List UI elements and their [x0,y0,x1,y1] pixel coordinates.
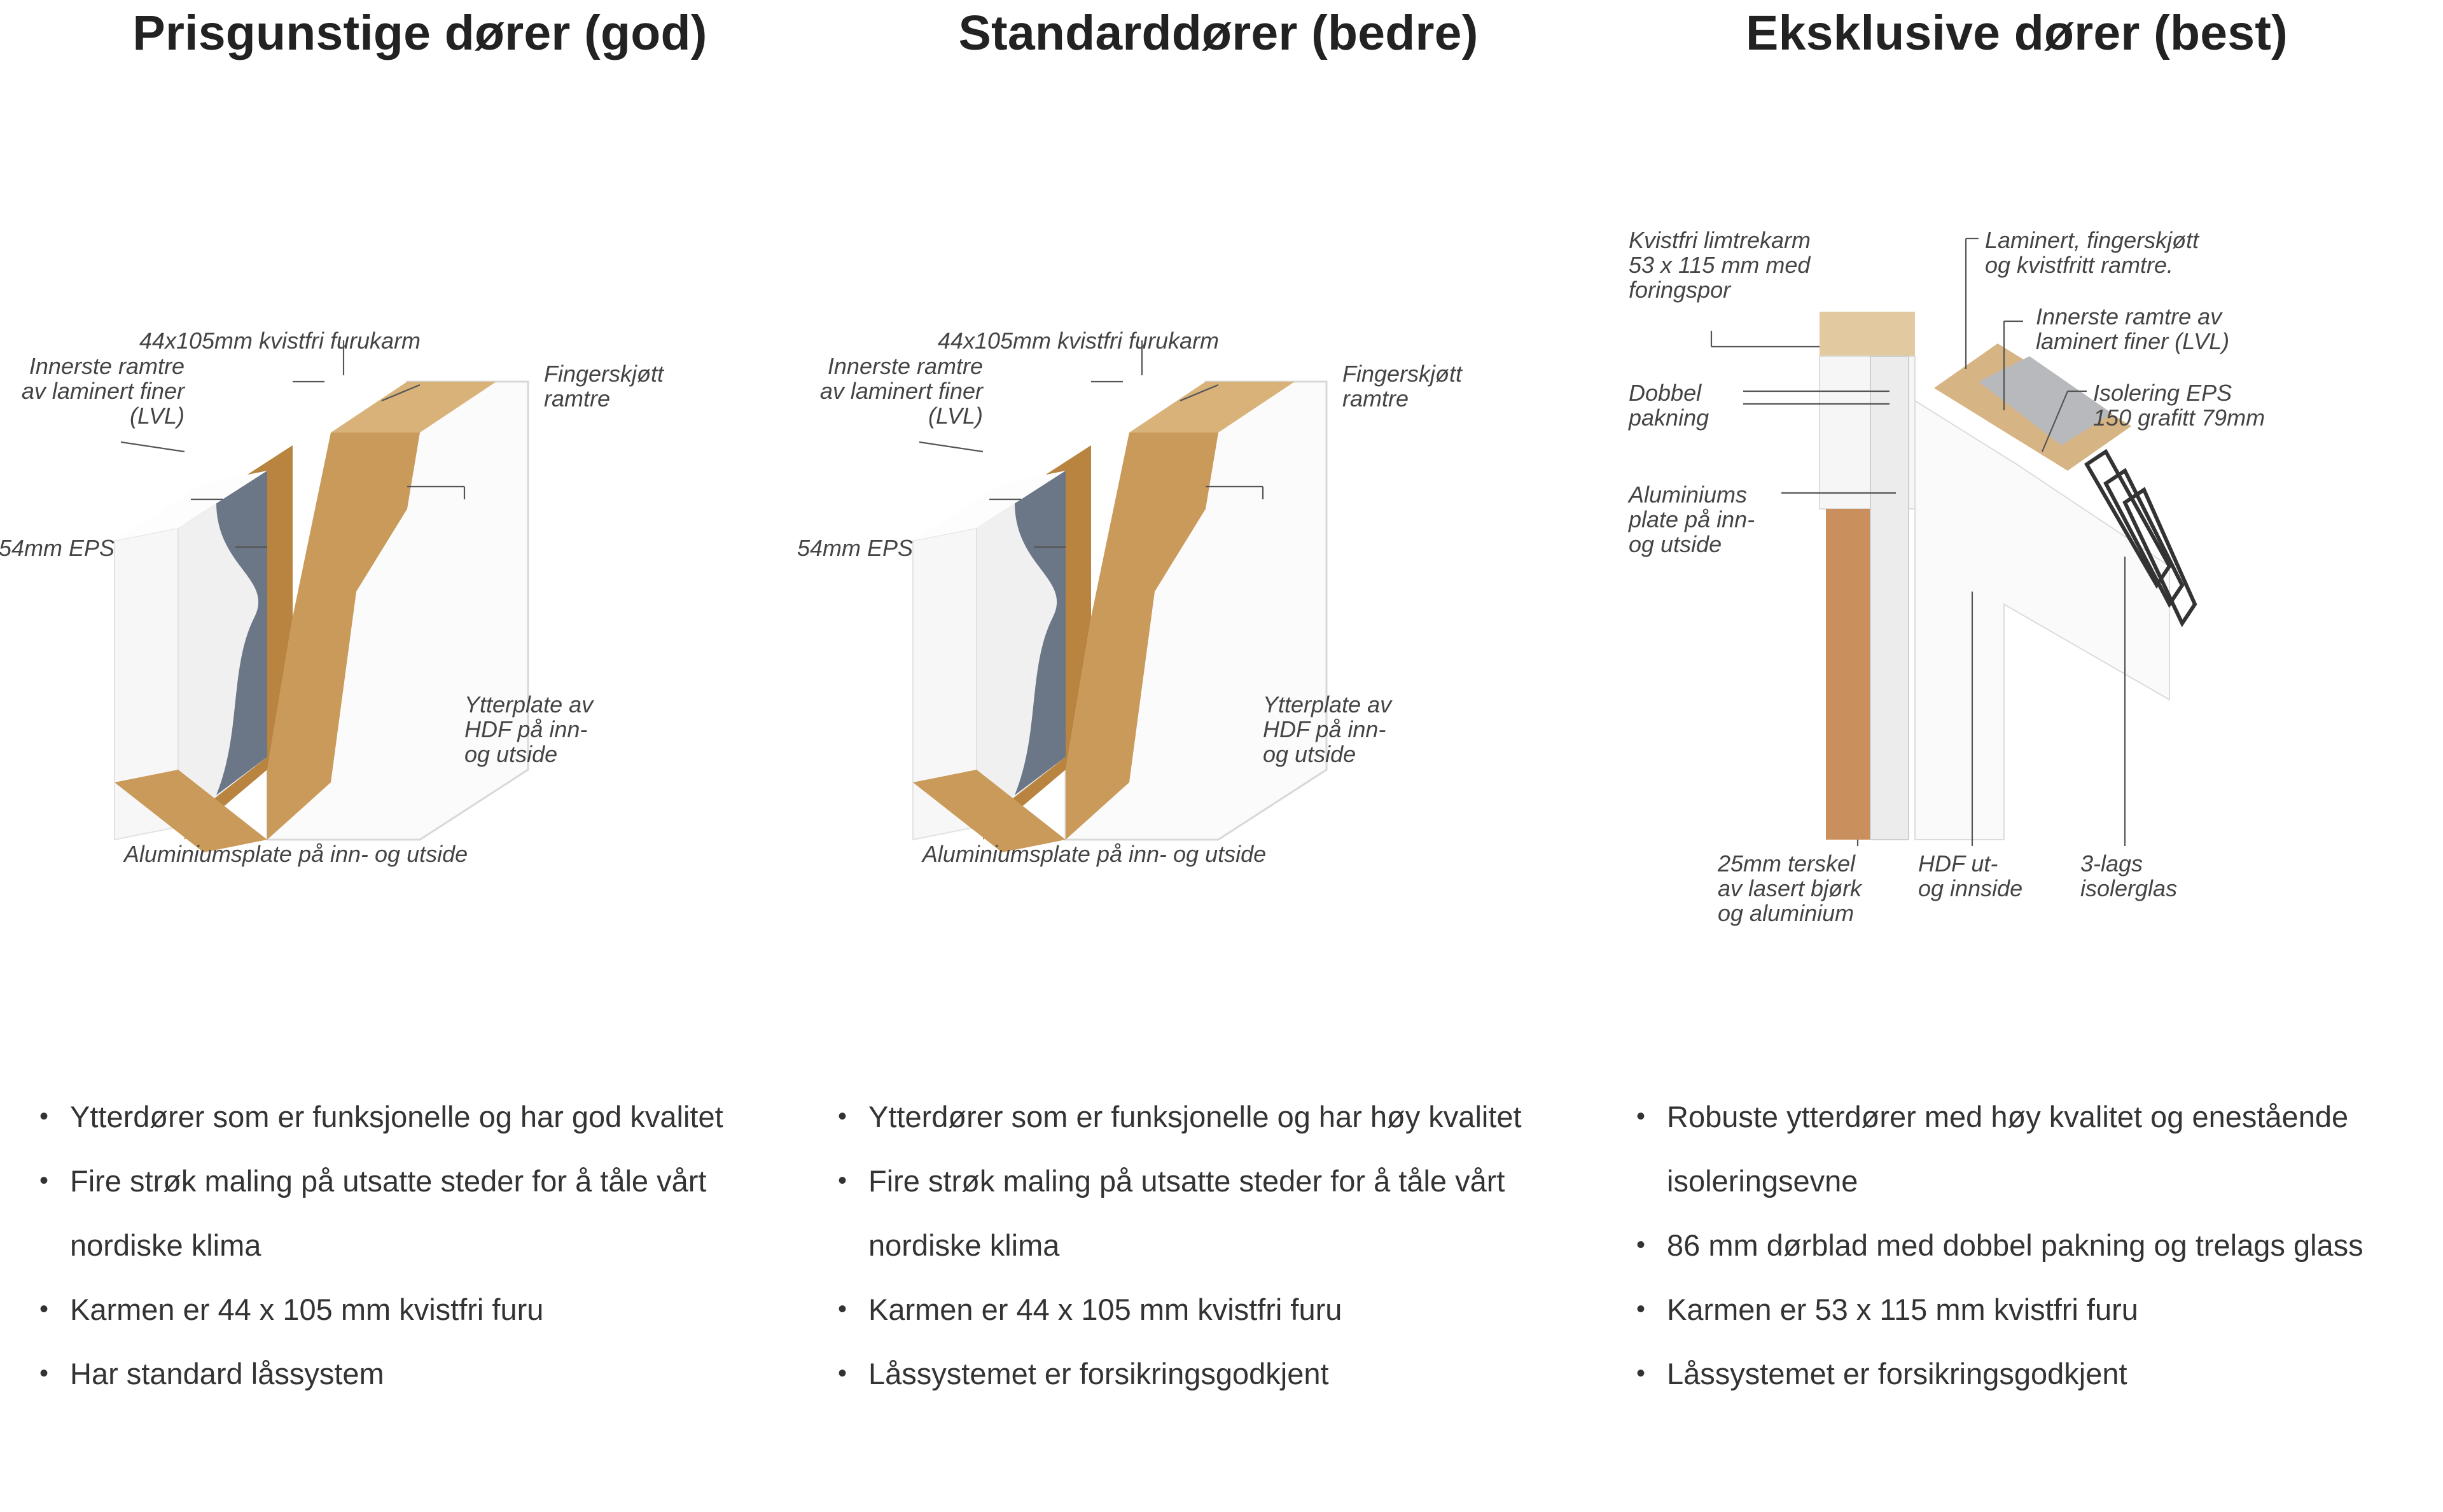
label-threshold-1: 25mm terskel [1717,850,1856,877]
label-inner-frame-3: (LVL) [928,403,983,429]
feature-item: Karmen er 44 x 105 mm kvistfri furu [38,1277,802,1342]
label-frame-2: 53 x 115 mm med [1629,252,1811,278]
label-finger-joint-2: ramtre [1342,385,1409,412]
label-hdf-2: og innside [1918,875,2022,901]
feature-item: Robuste ytterdører med høy kvalitet og e… [1635,1085,2398,1213]
label-double-seal-1: Dobbel [1629,380,1702,406]
label-hdf-1: HDF ut- [1918,850,1998,877]
label-inner-frame-1: Innerste ramtre [29,353,184,379]
column-title: Eksklusive dører (best) [1746,6,2288,60]
column-title: Standarddører (bedre) [958,6,1479,60]
frame-wood [267,433,420,840]
label-frame-top: 44x105mm kvistfri furukarm [139,328,421,354]
frame-top [1129,382,1295,433]
label-inner-frame-1: Innerste ramtre av [2036,303,2223,329]
label-inner-frame-3: (LVL) [130,403,184,429]
label-inner-frame-2: av laminert finer [820,378,984,404]
feature-item: Fire strøk maling på utsatte steder for … [837,1149,1600,1277]
feature-item: Fire strøk maling på utsatte steder for … [38,1149,802,1277]
label-laminated-2: og kvistfritt ramtre. [1985,252,2173,278]
feature-item: Har standard låssystem [38,1342,802,1406]
label-frame-3: foringspor [1629,277,1732,303]
label-outer-plate-3: og utside [1263,741,1356,767]
door-cross-section-diagram: 44x105mm kvistfri furukarm Innerste ramt… [797,210,1613,973]
label-insulation-1: Isolering EPS [2093,380,2232,406]
label-finger-joint-2: ramtre [544,385,610,412]
feature-item: Låssystemet er forsikringsgodkjent [837,1342,1600,1406]
sash-white-body [1914,399,2170,840]
door-illustration [1819,312,2197,840]
column-bedre: Standarddører (bedre) 44x105mm kvis [797,0,1613,1512]
label-glass-1: 3-lags [2080,850,2143,877]
eps-top-face [115,471,267,541]
label-inner-frame-2: laminert finer (LVL) [2036,328,2229,354]
label-eps: 54mm EPS [0,535,115,561]
label-inner-frame-2: av laminert finer [22,378,186,404]
feature-item: Karmen er 53 x 115 mm kvistfri furu [1635,1277,2398,1342]
label-insulation-2: 150 grafitt 79mm [2093,405,2265,431]
insulation-eps [1979,356,2112,445]
frame-top [331,382,496,433]
label-outer-plate-3: og utside [464,741,557,767]
door-illustration [912,380,1328,852]
door-cross-section-diagram: 44x105mm kvistfri furukarm Innerste ramt… [0,210,814,973]
feature-list: Ytterdører som er funksjonelle og har hø… [837,1085,1600,1406]
label-finger-joint-1: Fingerskjøtt [1342,361,1463,387]
feature-item: Ytterdører som er funksjonelle og har go… [38,1085,802,1149]
threshold-birch [1826,509,1870,840]
label-aluminium: Aluminiumsplate på inn- og utside [123,841,468,867]
feature-item: Ytterdører som er funksjonelle og har hø… [837,1085,1600,1149]
threshold-aluminium [1870,356,1909,840]
door-section-svg: 44x105mm kvistfri furukarm Innerste ramt… [0,328,665,867]
frame-wood [1066,433,1218,840]
feature-item: Karmen er 44 x 105 mm kvistfri furu [837,1277,1600,1342]
label-outer-plate-1: Ytterplate av [464,691,594,718]
label-threshold-3: og aluminium [1718,900,1854,926]
label-laminated-1: Laminert, fingerskjøtt [1985,227,2200,253]
feature-list: Robuste ytterdører med høy kvalitet og e… [1635,1085,2398,1406]
bottom-wood-strip [115,770,267,852]
label-eps: 54mm EPS [797,535,913,561]
feature-item: 86 mm dørblad med dobbel pakning og trel… [1635,1213,2398,1277]
door-illustration [114,380,529,852]
glass-1 [2084,448,2172,589]
column-god: Prisgunstige dører (god) [0,0,814,1512]
label-aluminium-2: plate på inn- [1628,506,1755,532]
feature-item: Låssystemet er forsikringsgodkjent [1635,1342,2398,1406]
glass-2 [2103,468,2185,608]
label-aluminium-3: og utside [1629,531,1722,557]
feature-list: Ytterdører som er funksjonelle og har go… [38,1085,802,1406]
eps-top-face [913,471,1066,541]
door-section-svg: Kvistfri limtrekarm 53 x 115 mm med fori… [1627,227,2265,926]
frame-block [1820,312,1915,356]
column-best: Eksklusive dører (best) [1622,0,2411,1512]
label-outer-plate-2: HDF på inn- [464,716,587,742]
column-title: Prisgunstige dører (god) [132,6,707,60]
label-double-seal-2: pakning [1628,405,1709,431]
graphite-layer [216,471,267,795]
label-threshold-2: av lasert bjørk [1718,875,1863,901]
label-outer-plate-1: Ytterplate av [1263,691,1393,718]
label-finger-joint-1: Fingerskjøtt [544,361,665,387]
label-outer-plate-2: HDF på inn- [1263,716,1386,742]
door-section-svg: 44x105mm kvistfri furukarm Innerste ramt… [797,328,1463,867]
label-frame-1: Kvistfri limtrekarm [1629,227,1811,253]
graphite-layer [1015,471,1066,795]
label-glass-2: isolerglas [2080,875,2177,901]
label-aluminium-1: Aluminiums [1627,482,1747,508]
label-inner-frame-1: Innerste ramtre [828,353,983,379]
label-aluminium: Aluminiumsplate på inn- og utside [921,841,1266,867]
label-frame-top: 44x105mm kvistfri furukarm [938,328,1219,354]
bottom-wood-strip [913,770,1066,852]
door-cross-section-diagram: Kvistfri limtrekarm 53 x 115 mm med fori… [1622,210,2411,973]
glass-3 [2122,487,2197,628]
